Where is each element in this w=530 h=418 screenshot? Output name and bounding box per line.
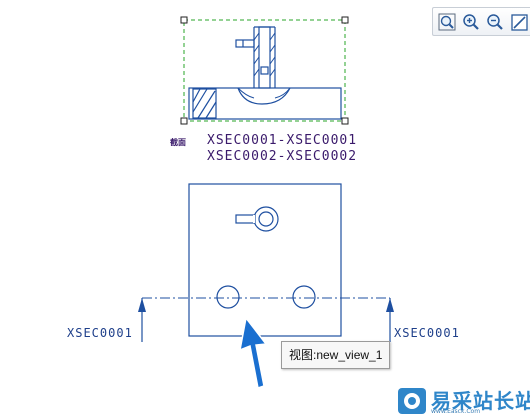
watermark-logo (398, 388, 426, 414)
watermark-text: 易采站长站 (431, 389, 530, 413)
view-toolbar (432, 7, 530, 36)
hole-left (216, 285, 240, 309)
zoom-in-icon (463, 14, 479, 30)
selection-box[interactable] (180, 16, 349, 125)
shaft-bore (258, 26, 271, 89)
main-view[interactable] (188, 183, 342, 337)
watermark: 易采站长站 www.Easck.Com (394, 384, 530, 418)
cut-label-left[interactable]: XSEC0001 (67, 326, 133, 340)
selection-handle[interactable] (341, 117, 349, 125)
section-view[interactable] (188, 26, 342, 120)
section-label-line-2[interactable]: XSEC0002-XSEC0002 (207, 149, 358, 164)
boss-inner-circle (258, 211, 274, 227)
cut-arrow-left[interactable] (138, 298, 146, 342)
cut-label-right[interactable]: XSEC0001 (394, 326, 460, 340)
hole-right (292, 285, 316, 309)
watermark-subtext: www.Easck.Com (431, 408, 481, 415)
boss-outer-circle (253, 206, 279, 232)
shaft-hatch (253, 32, 276, 77)
center-grip[interactable] (260, 66, 269, 75)
section-key (235, 39, 255, 48)
zoom-in-button[interactable] (461, 12, 481, 32)
section-label-line-1[interactable]: XSEC0001-XSEC0001 (207, 133, 358, 148)
refit-button[interactable] (437, 12, 457, 32)
main-view-outline (188, 183, 342, 337)
repaint-button[interactable] (509, 12, 529, 32)
selection-handle[interactable] (180, 16, 188, 24)
refit-icon (438, 13, 456, 31)
section-hatch-left (192, 88, 217, 119)
view-tooltip: 视图:new_view_1 (281, 341, 391, 369)
selection-handle[interactable] (341, 16, 349, 24)
cut-arrow-right[interactable] (386, 298, 394, 342)
zoom-out-button[interactable] (485, 12, 505, 32)
selection-handle[interactable] (180, 117, 188, 125)
repaint-icon (511, 14, 528, 31)
key-slot (235, 214, 256, 224)
section-tag: 截面 (170, 138, 186, 147)
zoom-out-icon (487, 14, 503, 30)
pointer-arrow-annotation (239, 316, 268, 389)
fillet-arcs (237, 87, 291, 105)
